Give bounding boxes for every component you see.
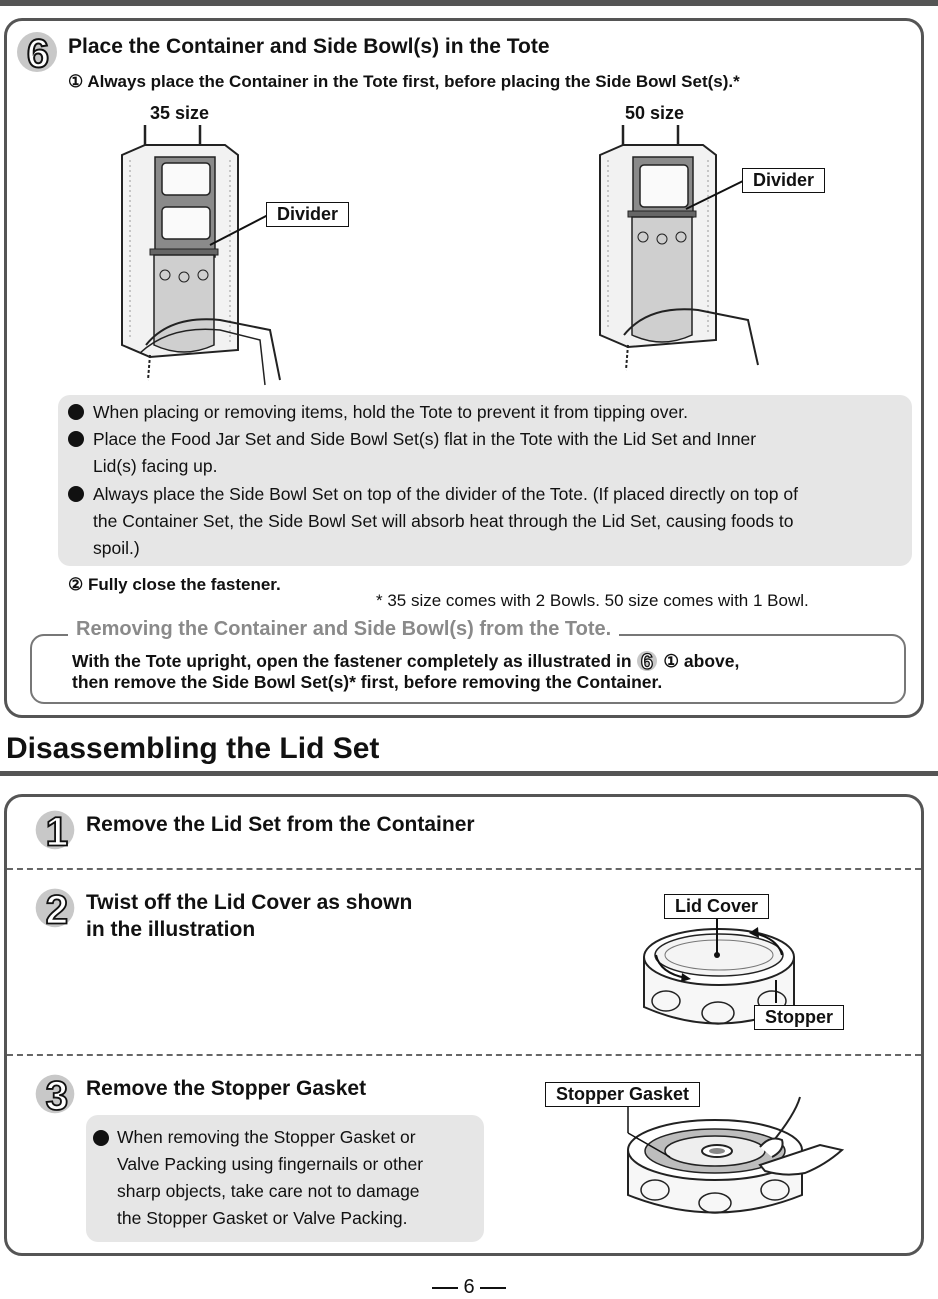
- removing-line-2: then remove the Side Bowl Set(s)* first,…: [72, 672, 662, 693]
- removing-title: Removing the Container and Side Bowl(s) …: [68, 618, 619, 641]
- step-6-instruction-2: ② Fully close the fastener.: [68, 575, 281, 595]
- stopper-callout: Stopper: [754, 1005, 844, 1030]
- bullet-icon: [93, 1130, 109, 1146]
- removing-line-1-text: With the Tote upright, open the fastener…: [72, 651, 632, 671]
- bowl-count-footnote: * 35 size comes with 2 Bowls. 50 size co…: [376, 591, 809, 611]
- gasket-note-line-4: the Stopper Gasket or Valve Packing.: [117, 1208, 408, 1229]
- divider-callout-35: Divider: [266, 202, 349, 227]
- tote-note-3-line-1: Always place the Side Bowl Set on top of…: [93, 484, 798, 505]
- section-title: Disassembling the Lid Set: [6, 732, 379, 766]
- tote-35-size-illustration: [110, 125, 300, 390]
- gasket-note-line-1: When removing the Stopper Gasket or: [117, 1127, 416, 1148]
- bullet-icon: [68, 486, 84, 502]
- lid-step-2-title-line-2: in the illustration: [86, 918, 255, 942]
- step-2-number-icon: 2: [32, 884, 78, 930]
- gasket-note-line-3: sharp objects, take care not to damage: [117, 1181, 420, 1202]
- stopper-gasket-callout: Stopper Gasket: [545, 1082, 700, 1107]
- page-number-dash-left: [432, 1287, 458, 1289]
- stopper-gasket-illustration: [620, 1095, 850, 1230]
- page-number: 6: [0, 1276, 938, 1299]
- gasket-note-line-2: Valve Packing using fingernails or other: [117, 1154, 423, 1175]
- lid-step-3-title: Remove the Stopper Gasket: [86, 1077, 366, 1101]
- lid-step-2-title-line-1: Twist off the Lid Cover as shown: [86, 891, 412, 915]
- step-separator: [7, 1054, 921, 1056]
- svg-text:2: 2: [46, 887, 69, 933]
- page-number-dash-right: [480, 1287, 506, 1289]
- svg-text:3: 3: [46, 1073, 69, 1119]
- step-6-number-icon: 6: [14, 28, 60, 74]
- page-number-value: 6: [463, 1276, 474, 1299]
- bullet-icon: [68, 404, 84, 420]
- step-3-number-icon: 3: [32, 1070, 78, 1116]
- lid-step-1-title: Remove the Lid Set from the Container: [86, 813, 475, 837]
- step-6-instruction-1: ① Always place the Container in the Tote…: [68, 72, 740, 92]
- step-6-reference-icon: 6: [636, 648, 658, 672]
- tote-note-2-line-1: Place the Food Jar Set and Side Bowl Set…: [93, 429, 756, 450]
- lid-cover-callout: Lid Cover: [664, 894, 769, 919]
- svg-text:6: 6: [27, 32, 49, 76]
- step-6-title: Place the Container and Side Bowl(s) in …: [68, 35, 550, 59]
- removing-line-1: With the Tote upright, open the fastener…: [72, 648, 739, 672]
- size-50-label: 50 size: [625, 103, 684, 124]
- svg-text:6: 6: [641, 649, 653, 674]
- tote-note-3-line-3: spoil.): [93, 538, 140, 559]
- removing-line-1-suffix: ① above,: [663, 651, 739, 671]
- tote-50-size-illustration: [588, 125, 778, 375]
- step-separator: [7, 868, 921, 870]
- bullet-icon: [68, 431, 84, 447]
- step-1-number-icon: 1: [32, 806, 78, 852]
- section-rule: [0, 771, 938, 776]
- top-rule: [0, 0, 938, 6]
- tote-note-1-line-1: When placing or removing items, hold the…: [93, 402, 688, 423]
- size-35-label: 35 size: [150, 103, 209, 124]
- tote-note-2-line-2: Lid(s) facing up.: [93, 456, 218, 477]
- tote-note-3-line-2: the Container Set, the Side Bowl Set wil…: [93, 511, 793, 532]
- svg-text:1: 1: [46, 809, 69, 855]
- divider-callout-50: Divider: [742, 168, 825, 193]
